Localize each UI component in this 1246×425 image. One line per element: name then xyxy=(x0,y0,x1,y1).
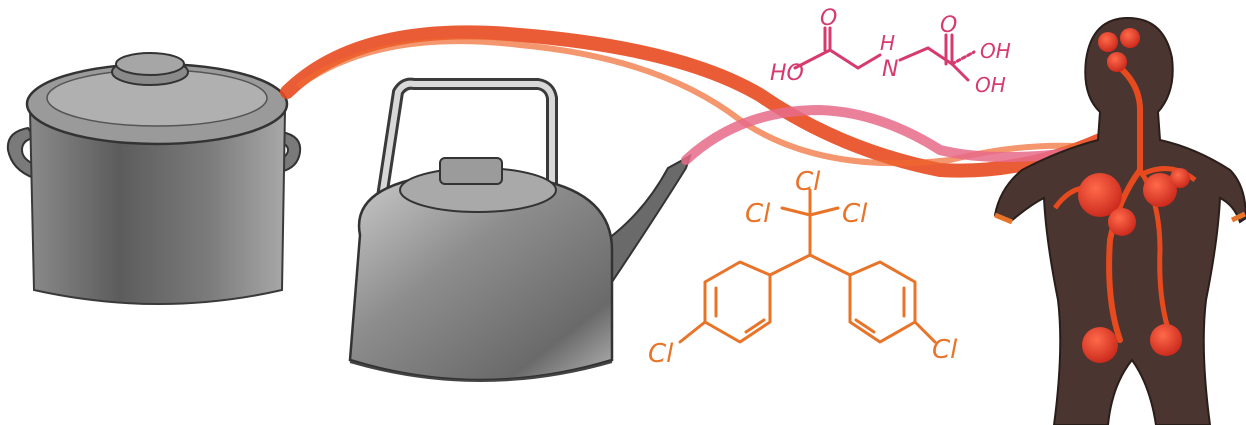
molecule-icon: Cl Cl Cl Cl Cl xyxy=(648,167,958,369)
kettle-icon xyxy=(348,77,692,382)
glyphosate-label-n: N xyxy=(882,57,898,82)
glyphosate-label-h: H xyxy=(880,31,895,55)
glyphosate-structure xyxy=(793,26,976,82)
glyphosate-label-o2: O xyxy=(940,13,957,38)
ddt-label-cl-bottom-left: Cl xyxy=(648,339,674,369)
glyphosate-label-ho: HO xyxy=(770,61,804,86)
ddt-label-cl-left: Cl xyxy=(745,199,771,229)
ddt-label-cl-right: Cl xyxy=(842,199,868,229)
glyphosate-label-oh1: OH xyxy=(980,39,1011,63)
ddt-structure xyxy=(678,188,937,344)
glyphosate-label-o1: O xyxy=(820,6,837,31)
glyphosate-label-oh2: OH xyxy=(975,73,1006,97)
ddt-label-cl-bottom-right: Cl xyxy=(932,335,958,365)
vapor-streams xyxy=(280,25,1110,178)
molecule-icon: O O HO H N OH OH xyxy=(770,6,1011,97)
organ-system xyxy=(1052,28,1197,363)
cooking-pot-icon xyxy=(6,52,302,305)
ddt-label-cl-top: Cl xyxy=(795,167,821,197)
